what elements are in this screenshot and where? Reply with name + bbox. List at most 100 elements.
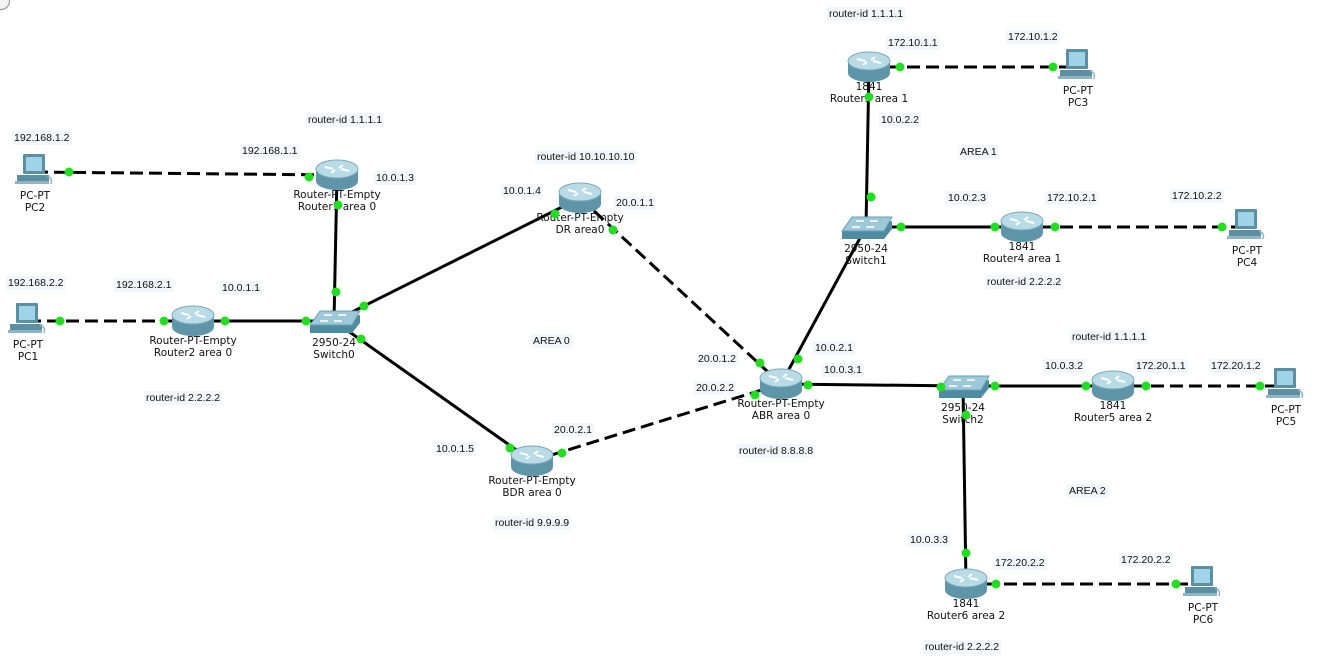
link-sw0-bdr[interactable] xyxy=(333,319,533,463)
port-status-sw0-bdr-b[interactable] xyxy=(505,443,515,453)
annotation-ip-dr-sw[interactable]: 10.0.1.4 xyxy=(501,184,544,198)
port-status-r5-pc5-b[interactable] xyxy=(1255,381,1265,391)
annotation-ip-pc4[interactable]: 172.10.2.2 xyxy=(1170,189,1224,203)
port-status-pc2-r1-a[interactable] xyxy=(64,167,74,177)
port-status-pc1-r2-b[interactable] xyxy=(159,316,169,326)
pc-icon[interactable] xyxy=(1058,49,1096,80)
port-status-r3-sw1-b[interactable] xyxy=(866,192,876,202)
port-status-r4-pc4-b[interactable] xyxy=(1217,222,1227,232)
annotation-ip-r6-lan[interactable]: 172.20.2.2 xyxy=(993,556,1047,570)
link-pc2-r1[interactable] xyxy=(34,170,338,177)
pc-icon[interactable] xyxy=(15,154,53,185)
annotation-ip-r4-lan[interactable]: 172.10.2.1 xyxy=(1045,191,1099,205)
port-status-pc2-r1-b[interactable] xyxy=(304,172,314,182)
port-status-sw0-bdr-a[interactable] xyxy=(356,334,366,344)
annotation-ip-dr-abr[interactable]: 20.0.1.1 xyxy=(614,196,657,210)
port-status-abr-sw1-a[interactable] xyxy=(793,354,803,364)
annotation-rid-r2[interactable]: router-id 2.2.2.2 xyxy=(144,391,223,405)
annotation-rid-r3[interactable]: router-id 1.1.1.1 xyxy=(827,7,906,21)
port-status-r2-sw0-a[interactable] xyxy=(220,316,230,326)
router-icon[interactable] xyxy=(558,182,602,213)
pc-icon[interactable] xyxy=(1183,566,1221,597)
port-status-r1-sw0-a[interactable] xyxy=(333,200,343,210)
port-status-r2-sw0-b[interactable] xyxy=(301,316,311,326)
router-icon[interactable] xyxy=(847,51,891,82)
annotation-ip-r3-lan[interactable]: 172.10.1.1 xyxy=(886,36,940,50)
port-status-sw1-r4-a[interactable] xyxy=(896,222,906,232)
router-icon[interactable] xyxy=(944,568,988,599)
port-status-r3-pc3-b[interactable] xyxy=(1048,62,1058,72)
annotation-rid-r1[interactable]: router-id 1.1.1.1 xyxy=(306,113,385,127)
annotation-ip-abr-bdr[interactable]: 20.0.2.2 xyxy=(694,381,737,395)
link-bdr-abr[interactable] xyxy=(531,382,782,463)
port-status-r1-sw0-b[interactable] xyxy=(331,287,341,297)
port-status-r6-pc6-a[interactable] xyxy=(991,579,1001,589)
annotation-area0[interactable]: AREA 0 xyxy=(531,334,572,348)
router-icon[interactable] xyxy=(510,445,554,476)
port-status-pc1-r2-a[interactable] xyxy=(55,316,65,326)
annotation-ip-pc2[interactable]: 192.168.1.2 xyxy=(12,131,72,145)
router-icon[interactable] xyxy=(1091,370,1135,401)
port-status-abr-sw2-a[interactable] xyxy=(803,380,813,390)
annotation-ip-pc3[interactable]: 172.10.1.2 xyxy=(1006,30,1060,44)
annotation-ip-r5-sw[interactable]: 10.0.3.2 xyxy=(1043,359,1086,373)
port-status-sw2-r5-a[interactable] xyxy=(990,381,1000,391)
router-icon[interactable] xyxy=(171,305,215,336)
port-status-dr-abr-b[interactable] xyxy=(755,358,765,368)
port-status-sw0-dr-a[interactable] xyxy=(359,301,369,311)
switch-icon[interactable] xyxy=(938,375,990,398)
router-icon[interactable] xyxy=(1000,211,1044,242)
port-status-r4-pc4-a[interactable] xyxy=(1050,222,1060,232)
port-status-sw2-r5-b[interactable] xyxy=(1081,381,1091,391)
router-icon[interactable] xyxy=(759,368,803,399)
annotation-ip-r6-sw[interactable]: 10.0.3.3 xyxy=(908,533,951,547)
annotation-ip-bdr-abr[interactable]: 20.0.2.1 xyxy=(552,423,595,437)
annotation-ip-abr-sw2[interactable]: 10.0.3.1 xyxy=(822,363,865,377)
port-status-r3-pc3-a[interactable] xyxy=(895,62,905,72)
port-status-r6-pc6-b[interactable] xyxy=(1171,579,1181,589)
port-status-r3-sw1-a[interactable] xyxy=(864,92,874,102)
switch-icon[interactable] xyxy=(309,310,361,333)
switch-icon[interactable] xyxy=(841,216,893,239)
port-status-bdr-abr-a[interactable] xyxy=(557,448,567,458)
annotation-ip-pc5[interactable]: 172.20.1.2 xyxy=(1209,359,1263,373)
annotation-ip-r1-lan[interactable]: 192.168.1.1 xyxy=(240,144,300,158)
annotation-rid-bdr[interactable]: router-id 9.9.9.9 xyxy=(493,516,572,530)
annotation-ip-r1-sw[interactable]: 10.0.1.3 xyxy=(374,171,417,185)
annotation-rid-dr[interactable]: router-id 10.10.10.10 xyxy=(535,150,637,164)
port-status-sw0-dr-b[interactable] xyxy=(550,209,560,219)
annotation-ip-pc1[interactable]: 192.168.2.2 xyxy=(6,276,66,290)
annotation-ip-pc6[interactable]: 172.20.2.2 xyxy=(1119,553,1173,567)
annotation-ip-abr-dr[interactable]: 20.0.1.2 xyxy=(696,352,739,366)
port-status-sw1-r4-b[interactable] xyxy=(990,222,1000,232)
annotation-rid-r5[interactable]: router-id 1.1.1.1 xyxy=(1070,330,1149,344)
port-status-dr-abr-a[interactable] xyxy=(608,225,618,235)
port-status-sw2-r6-a[interactable] xyxy=(961,410,971,420)
annotation-ip-r3-sw[interactable]: 10.0.2.2 xyxy=(879,113,922,127)
router-icon[interactable] xyxy=(315,159,359,190)
port-status-abr-sw2-b[interactable] xyxy=(936,382,946,392)
link-dr-abr[interactable] xyxy=(578,196,783,386)
annotation-rid-r6[interactable]: router-id 2.2.2.2 xyxy=(923,640,1002,654)
annotation-ip-abr-sw1[interactable]: 10.0.2.1 xyxy=(813,341,856,355)
annotation-ip-r2-lan[interactable]: 192.168.2.1 xyxy=(114,278,174,292)
annotation-rid-r4[interactable]: router-id 2.2.2.2 xyxy=(985,275,1064,289)
port-status-sw2-r6-b[interactable] xyxy=(961,548,971,558)
annotation-ip-r5-lan[interactable]: 172.20.1.1 xyxy=(1134,359,1188,373)
